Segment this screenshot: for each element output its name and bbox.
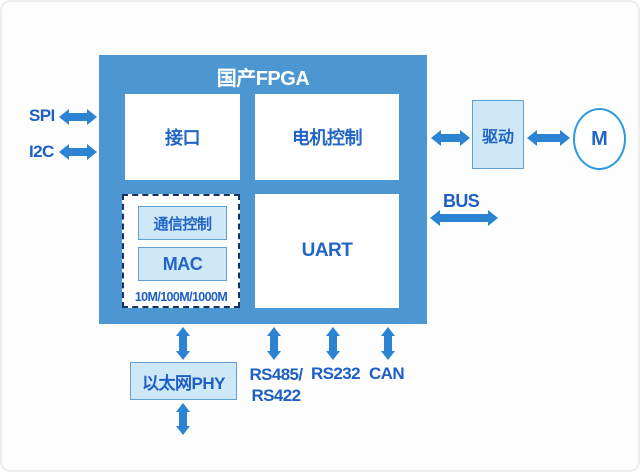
fpga-phy-arrow — [175, 327, 191, 360]
ethernet-phy-box: 以太网PHY — [130, 362, 237, 400]
fpga-title: 国产FPGA — [216, 68, 310, 90]
phy-external-arrow — [175, 403, 191, 435]
i2c-label: I2C — [29, 142, 54, 161]
uart-block: UART — [255, 194, 399, 308]
bus-arrow-shaft — [440, 214, 488, 222]
drive-motor-arrow — [527, 130, 570, 146]
drive-box: 驱动 — [472, 100, 524, 169]
bus-label: BUS — [443, 191, 480, 211]
fpga-drive-arrow-shaft — [441, 134, 460, 142]
comm-control-block: 通信控制 — [138, 206, 227, 240]
can-label: CAN — [369, 364, 405, 383]
can-arrow-shaft — [384, 336, 392, 351]
can-arrow — [380, 327, 396, 360]
rs232-arrow — [325, 327, 341, 360]
spi-arrow-shaft — [69, 113, 87, 121]
rs485-arrow — [266, 327, 282, 360]
i2c-arrow — [59, 144, 97, 160]
phy-external-arrow-shaft — [179, 412, 187, 426]
fpga-box: 国产FPGA 接口 电机控制 通信控制 MAC 10M/100M/1000M U… — [99, 55, 427, 324]
mac-block: MAC — [138, 247, 227, 281]
fpga-phy-arrow-shaft — [179, 336, 187, 351]
drive-motor-arrow-shaft — [537, 134, 560, 142]
motor-control-block: 电机控制 — [255, 94, 399, 180]
rs485-label: RS485/ RS422 — [247, 364, 305, 406]
i2c-arrow-shaft — [69, 148, 87, 156]
spi-arrow — [59, 109, 97, 125]
rs485-label-line1: RS485/ — [249, 365, 303, 384]
ethernet-dashed-group: 通信控制 MAC 10M/100M/1000M — [122, 194, 240, 308]
mac-speed-label: 10M/100M/1000M — [134, 290, 228, 304]
bus-arrow — [430, 210, 498, 226]
fpga-drive-arrow — [431, 130, 470, 146]
rs232-label: RS232 — [311, 364, 361, 383]
rs232-arrow-shaft — [329, 336, 337, 351]
interface-block: 接口 — [125, 94, 240, 180]
rs485-label-line2: RS422 — [251, 386, 302, 405]
spi-label: SPI — [29, 106, 55, 125]
motor-circle: M — [573, 108, 626, 170]
rs485-arrow-shaft — [270, 336, 278, 351]
